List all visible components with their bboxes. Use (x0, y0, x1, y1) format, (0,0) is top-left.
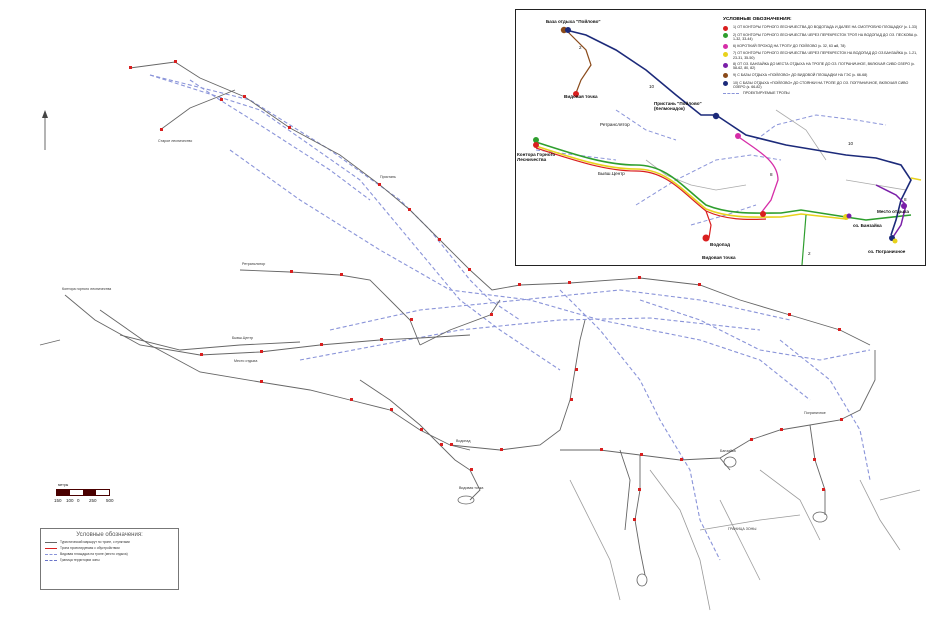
bottom-legend-text: Видовая площадка на тропе (место отдыха) (60, 552, 128, 556)
inset-label-retr: Ретранслятор (600, 122, 630, 127)
map-label-mesto: Место отдыха (234, 359, 258, 363)
scale-tick: 150 (54, 498, 62, 503)
inset-legend-title: УСЛОВНЫЕ ОБОЗНАЧЕНИЯ: (723, 17, 792, 22)
map-label-pristan: Пристань (380, 175, 396, 179)
scale-unit: метры (58, 483, 69, 487)
inset-label-center: Бывш.Центр (598, 171, 625, 176)
inset-route-num: 10 (848, 141, 854, 146)
red-dot-icon (723, 25, 728, 31)
legend-item-text: 1) ОТ КОНТОРЫ ГОРНОГО ЛЕСНИЧЕСТВА ДО ВОД… (733, 25, 918, 29)
inset-label-mesto: Место отдыха (877, 209, 909, 214)
inset-route-num: 10 (649, 84, 655, 89)
magenta-dot-icon (723, 44, 728, 50)
inset-route-yellow (535, 145, 847, 220)
legend-item-text: 8) ОТ ОЗ. БАНЗАЙКА ДО МЕСТА ОТДЫХА НА ТР… (733, 62, 915, 71)
legend-item: 2) ОТ КОНТОРЫ ГОРНОГО ЛЕСНИЧЕСТВА ЧЕРЕЗ … (723, 33, 921, 41)
dashed-line-icon (45, 554, 57, 555)
projected-trails (149, 74, 871, 561)
inset-label-vodopad: Водопад (710, 242, 731, 247)
inset-label-base: База отдыха "Пойлово" (546, 19, 601, 24)
scale-tick: 500 (106, 498, 114, 503)
scale-bar-graphic (56, 489, 110, 496)
navy-dot-icon (723, 81, 728, 87)
bottom-legend-row: Туристический маршрут по тропе, с пункта… (45, 540, 174, 544)
dashed-line-icon (723, 93, 739, 95)
inset-route-navy (565, 29, 912, 236)
inset-label-pogran: оз. Пограничное (868, 249, 906, 254)
map-label-retr: Ретранслятор (242, 262, 266, 266)
map-label-zone: ГРАНИЦА ЗОНЫ (728, 527, 757, 531)
legend-item-text: 7) ОТ КОНТОРЫ ГОРНОГО ЛЕСНИЧЕСТВА ЧЕРЕЗ … (733, 51, 918, 60)
inset-label-kontora: Контора Горного Лесничества (517, 152, 556, 162)
legend-item: 9) С БАЗЫ ОТДЫХА «ПОЙЛОВО» ДО ВИДОВОЙ ПЛ… (723, 73, 921, 79)
bottom-legend-text: Тропа проектируемая с обустройством (60, 546, 120, 550)
boundary-line-icon (45, 560, 57, 561)
legend-item: 10) С БАЗЫ ОТДЫХА «ПОЙЛОВО» ДО СТОЯНКИ Н… (723, 81, 921, 89)
inset-route-red (535, 147, 767, 221)
inset-legend: УСЛОВНЫЕ ОБОЗНАЧЕНИЯ: 1) ОТ КОНТОРЫ ГОРН… (723, 17, 921, 98)
inset-route-num: 2 (808, 251, 811, 256)
inset-route-num: 8 (770, 172, 773, 177)
bottom-legend-text: Туристический маршрут по тропе, с пункта… (60, 540, 130, 544)
bottom-legend: Условные обозначения: Туристический марш… (40, 528, 179, 590)
legend-item: 1) ОТ КОНТОРЫ ГОРНОГО ЛЕСНИЧЕСТВА ДО ВОД… (723, 25, 921, 31)
legend-item: 8) ОТ ОЗ. БАНЗАЙКА ДО МЕСТА ОТДЫХА НА ТР… (723, 62, 921, 70)
legend-item-text: 2) ОТ КОНТОРЫ ГОРНОГО ЛЕСНИЧЕСТВА ЧЕРЕЗ … (733, 32, 918, 42)
purple-dot-icon (723, 62, 728, 68)
north-arrow-icon (42, 110, 48, 150)
trail-line-icon (45, 542, 57, 543)
legend-item-text: ПРОЕКТИРУЕМЫЕ ТРОПЫ (743, 91, 790, 96)
inset-route-num: 8 (904, 197, 907, 202)
inset-route-magenta (735, 134, 779, 214)
map-label-center: Бывш.Центр (232, 336, 254, 340)
bottom-legend-title: Условные обозначения: (76, 532, 143, 538)
scale-tick: 100 (66, 498, 74, 503)
inset-route-brown (565, 29, 592, 94)
legend-item-text: 9) С БАЗЫ ОТДЫХА «ПОЙЛОВО» ДО ВИДОВОЙ ПЛ… (733, 72, 868, 77)
map-label-banzai: Банзайка (720, 449, 736, 453)
inset-route-yellow-end (910, 177, 922, 181)
background-lines (569, 469, 921, 611)
brown-dot-icon (723, 73, 728, 79)
bottom-legend-row: Граница территории зоны (45, 558, 174, 562)
trail-points (129, 60, 843, 521)
inset-label-vid-bottom: Видовая точка (702, 255, 736, 260)
red-line-icon (45, 548, 57, 549)
bottom-legend-text: Граница территории зоны (60, 558, 100, 562)
legend-item-text: 10) С БАЗЫ ОТДЫХА «ПОЙЛОВО» ДО СТОЯНКИ Н… (733, 80, 909, 89)
map-label-old: Старое лесничество (158, 139, 193, 143)
legend-item-text: 6) КОРОТКИЙ ПРОХОД НА ТРОПУ ДО ПОЙЛОВО (… (733, 43, 846, 48)
inset-route-num: 2 (579, 45, 582, 50)
inset-label-banzai: оз. Банзайка (853, 223, 882, 228)
map-label-vodopad: Водопад (456, 439, 471, 443)
legend-item: 7) ОТ КОНТОРЫ ГОРНОГО ЛЕСНИЧЕСТВА ЧЕРЕЗ … (723, 51, 921, 60)
inset-label-vid-top: Видовая точка (564, 94, 598, 99)
yellow-dot-icon (723, 51, 728, 57)
scale-bar: метры 150 100 0 250 500 (54, 483, 114, 503)
inset-route-green-branch (801, 214, 807, 265)
inset-label-pristan: Пристань "Пойлово" (Келмонадок) (654, 101, 702, 111)
map-label-pogran: Пограничное (804, 411, 826, 415)
bottom-legend-row: Тропа проектируемая с обустройством (45, 546, 174, 550)
inset-map: База отдыха "Пойлово" Видовая точка Прис… (515, 9, 926, 266)
trail-loops (457, 456, 828, 587)
inset-point-markers (533, 26, 907, 244)
inset-route-red-branch (705, 210, 712, 239)
map-label-kontora: Контора горного лесничества (62, 287, 112, 291)
scale-tick: 0 (77, 498, 80, 503)
inset-dashed (535, 109, 887, 226)
map-label-vid: Видовая точка (459, 486, 484, 490)
scale-tick: 250 (89, 498, 97, 503)
bottom-legend-row: Видовая площадка на тропе (место отдыха) (45, 552, 174, 556)
legend-item-dashed: ПРОЕКТИРУЕМЫЕ ТРОПЫ (723, 91, 921, 95)
green-dot-icon (723, 33, 728, 39)
inset-svg (533, 26, 922, 265)
legend-item: 6) КОРОТКИЙ ПРОХОД НА ТРОПУ ДО ПОЙЛОВО (… (723, 44, 921, 50)
inset-route-green (535, 141, 912, 221)
